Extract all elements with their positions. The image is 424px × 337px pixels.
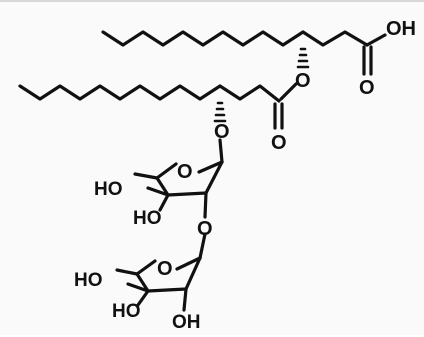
- ester-o-label: O: [295, 70, 311, 92]
- upper-alkyl-chain: [101, 30, 305, 47]
- lower-hashed-wedge: [213, 101, 227, 123]
- upper-hashed-wedge: [296, 47, 310, 69]
- ring2-o-label: O: [157, 258, 173, 280]
- link-o-label: O: [197, 218, 213, 240]
- sugar-ring-1: [133, 160, 224, 219]
- acid-oh-bond: [365, 33, 387, 47]
- ester-o-to-carbonyl: [279, 82, 298, 101]
- ring2-oh-right-label: OH: [172, 312, 201, 333]
- acid-oh-label: OH: [386, 18, 416, 40]
- sugar-ring-2: [115, 256, 202, 312]
- glyco-o-to-ring1: [218, 138, 224, 164]
- upper-acid-backbone: [301, 30, 369, 47]
- link-o-to-ring2: [198, 232, 207, 260]
- acid-carbonyl-o-label: O: [359, 77, 375, 99]
- ring1-o-label: O: [177, 161, 193, 183]
- ring1-ho-left-label: HO: [94, 179, 123, 200]
- ring2-ho-left-label: HO: [74, 270, 103, 291]
- lower-alkyl-chain: [18, 84, 222, 101]
- lower-acid-backbone: [218, 84, 281, 103]
- ring1-ho-bottom-label: HO: [133, 208, 162, 229]
- ring2-ho-bottom-label: HO: [112, 301, 141, 322]
- ester-carbonyl-o-label: O: [271, 132, 287, 154]
- glycosidic-o-label: O: [214, 121, 230, 143]
